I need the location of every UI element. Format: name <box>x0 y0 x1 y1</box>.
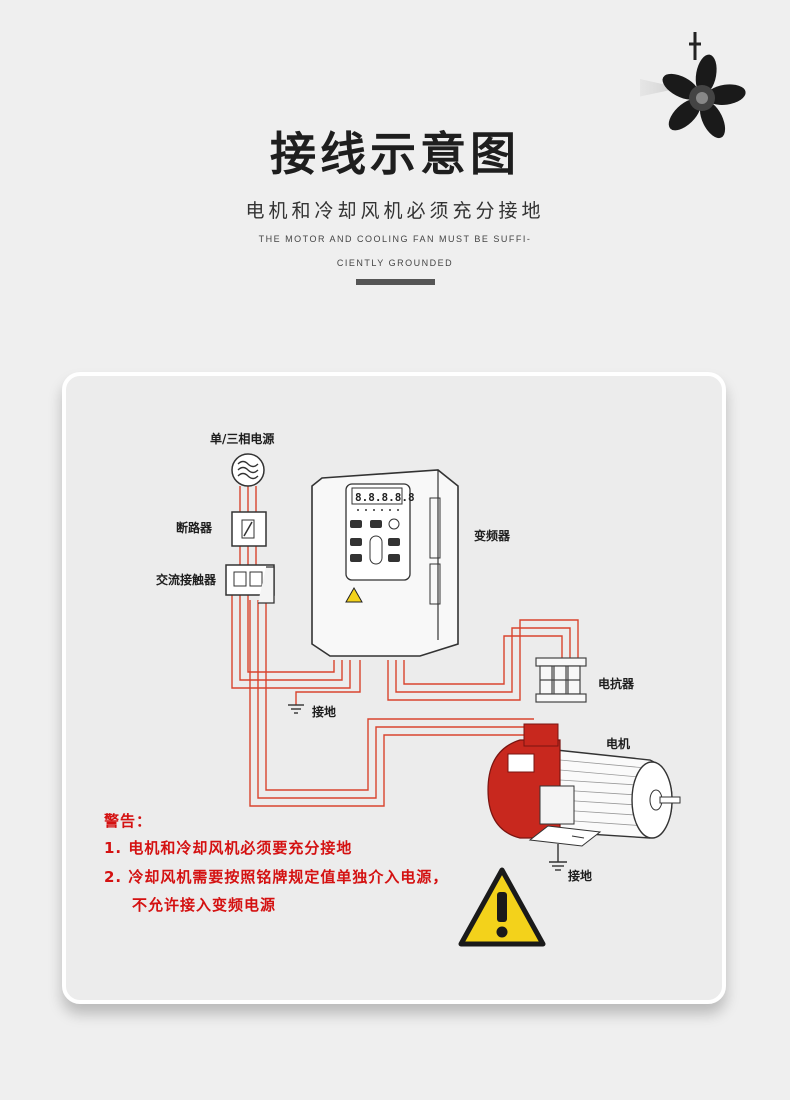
subtitle-english-line2: CIENTLY GROUNDED <box>336 258 454 268</box>
warning-title: 警告： <box>104 812 153 830</box>
motor-device <box>487 723 681 847</box>
contactor-symbol <box>225 564 275 604</box>
warning-item-2-cont: 不允许接入变频电源 <box>132 896 277 914</box>
title-underline <box>356 279 435 285</box>
warning-item-1: 1. 电机和冷却风机必须要充分接地 <box>104 839 353 857</box>
label-ground-2: 接地 <box>568 868 592 883</box>
label-power-source: 单/三相电源 <box>210 431 274 446</box>
breaker-symbol <box>231 511 267 547</box>
label-motor: 电机 <box>606 736 630 751</box>
inverter-display: 8.8.8.8.8 <box>355 491 415 504</box>
reactor-device <box>535 657 587 703</box>
ground-icon <box>549 844 567 871</box>
wires <box>231 486 579 807</box>
fan-logo-icon <box>640 32 746 139</box>
label-contactor: 交流接触器 <box>156 572 217 587</box>
warning-triangle-icon <box>458 867 546 947</box>
page-title: 接线示意图 <box>270 127 520 181</box>
label-breaker: 断路器 <box>176 520 213 535</box>
subtitle-english-line1: THE MOTOR AND COOLING FAN MUST BE SUFFI- <box>258 234 532 244</box>
label-inverter: 变频器 <box>474 528 511 543</box>
ground-icon <box>288 704 304 714</box>
page-subtitle: 电机和冷却风机必须充分接地 <box>245 200 545 222</box>
warning-item-2: 2. 冷却风机需要按照铭牌规定值单独介入电源， <box>104 868 449 886</box>
label-ground-1: 接地 <box>312 704 336 719</box>
label-reactor: 电抗器 <box>598 676 635 691</box>
inverter-device <box>311 469 459 657</box>
